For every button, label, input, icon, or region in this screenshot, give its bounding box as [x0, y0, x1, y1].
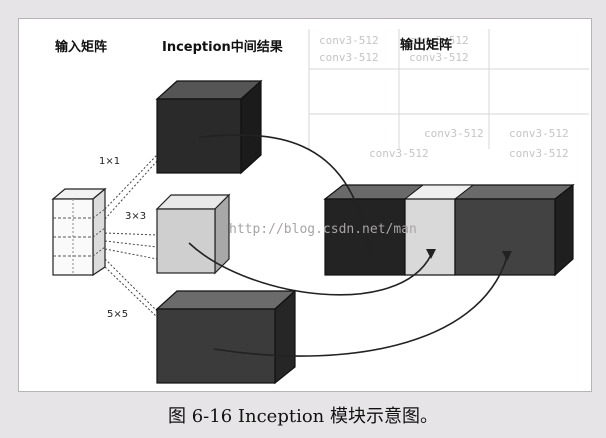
inception-diagram: conv3-512 conv3-512 conv3-512 conv3-512 … [51, 29, 589, 385]
figure: conv3-512 conv3-512 conv3-512 conv3-512 … [18, 18, 592, 392]
watermark-text: http://blog.csdn.net/man [229, 222, 417, 237]
bg-text: conv3-512 [509, 147, 569, 160]
bg-text: conv3-512 [369, 147, 429, 160]
branch-label-3x3: 3×3 [125, 211, 146, 222]
bg-text: conv3-512 [424, 127, 484, 140]
figure-caption: 图 6-16 Inception 模块示意图。 [168, 406, 438, 427]
bg-text: conv3-512 [409, 34, 469, 47]
branch-label-1x1: 1×1 [99, 156, 120, 167]
inception-intermediate-label: Inception中间结果 [162, 39, 283, 55]
output-segment-3x3 [404, 198, 456, 276]
output-segment-1x1 [324, 198, 406, 276]
input-matrix [51, 187, 107, 277]
branch-1x1-box [155, 79, 263, 175]
bg-text: conv3-512 [509, 127, 569, 140]
output-arrows [188, 134, 508, 357]
branch-label-5x5: 5×5 [107, 309, 128, 320]
bg-text: conv3-512 [319, 51, 379, 64]
bg-text: conv3-512 [409, 51, 469, 64]
background-table: conv3-512 conv3-512 conv3-512 conv3-512 … [308, 29, 589, 160]
input-connections [104, 154, 158, 318]
arrowheads [364, 245, 512, 261]
branch-3x3-box [155, 193, 231, 275]
input-matrix-label: 输入矩阵 [55, 39, 107, 55]
branch-5x5-box [155, 289, 297, 385]
bg-text: conv3-512 [319, 34, 379, 47]
output-matrix-label: 输出矩阵 [400, 37, 452, 53]
